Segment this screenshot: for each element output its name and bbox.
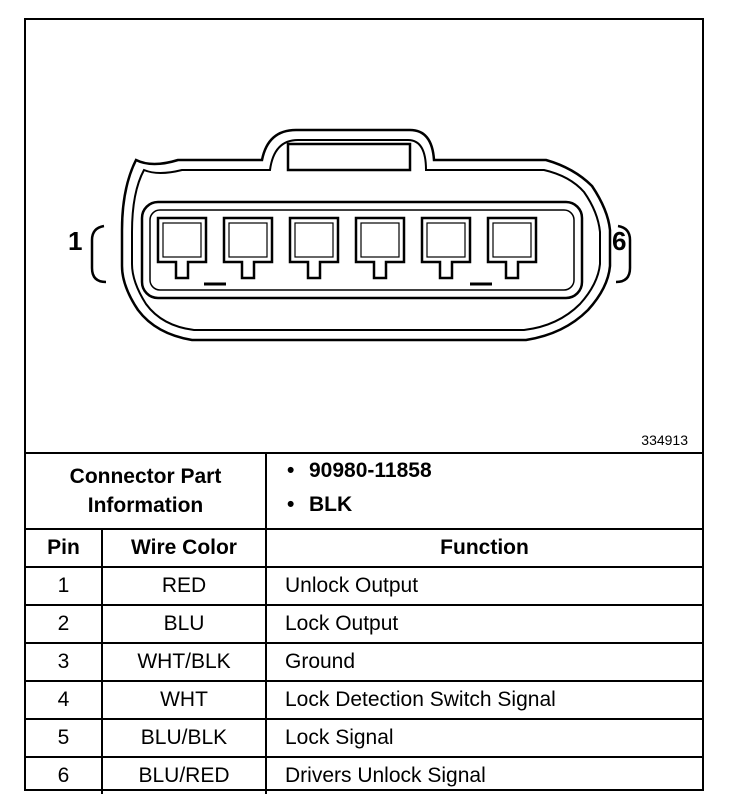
function-cell: Unlock Output [265,566,702,606]
terminal-cavity-inner-2 [228,222,268,258]
connector-part-label: Connector Part Information [26,452,267,530]
terminal-cavity-3 [288,216,340,280]
function-cell: Lock Detection Switch Signal [265,680,702,720]
terminal-cavity-inner-5 [426,222,466,258]
table-row: 1 RED Unlock Output [26,566,702,606]
connector-outer-housing [120,128,612,342]
connector-color: BLK [287,488,702,522]
terminal-cavity-inner-6 [492,222,532,258]
wire-color-cell: BLU/BLK [101,718,267,758]
pin-cell: 1 [26,566,103,606]
function-cell: Lock Signal [265,718,702,758]
terminal-cavity-2 [222,216,274,280]
right-side-bracket [615,224,632,284]
connector-part-number: 90980-11858 [287,454,702,488]
wire-color-cell: WHT [101,680,267,720]
pin-header: Pin [26,528,103,568]
function-cell: Drivers Unlock Signal [265,756,702,794]
terminal-cavity-1 [156,216,208,280]
pin-cell: 6 [26,756,103,794]
connector-part-label-line1: Connector Part [69,465,222,488]
pin-cell: 3 [26,642,103,682]
function-header: Function [265,528,702,568]
connector-part-label-line2: Information [87,494,204,517]
locking-tab-window [286,142,412,172]
terminal-cavity-window [140,200,584,300]
table-header-row: Pin Wire Color Function [26,528,702,568]
terminal-cavity-inner-3 [294,222,334,258]
table-row: 3 WHT/BLK Ground [26,642,702,682]
table-row: 2 BLU Lock Output [26,604,702,644]
pin-cell: 4 [26,680,103,720]
figure-number: 334913 [641,432,688,448]
function-cell: Lock Output [265,604,702,644]
pin-cell: 2 [26,604,103,644]
terminal-cavity-inner-4 [360,222,400,258]
table-row: 5 BLU/BLK Lock Signal [26,718,702,758]
connector-illustration [90,128,632,342]
pin-6-label: 6 [612,226,627,256]
left-side-bracket [90,224,107,284]
terminal-cavity-6 [486,216,538,280]
connector-part-row: Connector Part Information 90980-11858 B… [26,452,702,530]
connector-info-table: Connector Part Information 90980-11858 B… [26,452,702,794]
terminal-cavity-inner-1 [162,222,202,258]
table-row: 6 BLU/RED Drivers Unlock Signal [26,756,702,794]
wire-color-cell: WHT/BLK [101,642,267,682]
connector-inner-housing [131,139,601,331]
connector-diagram-frame: 1 6 334913 Connector Part Information 90… [24,18,704,794]
wire-color-cell: BLU [101,604,267,644]
connector-drawing: 1 6 334913 [26,20,702,452]
terminal-group [156,216,538,280]
connector-part-items: 90980-11858 BLK [265,452,702,530]
wire-color-header: Wire Color [101,528,267,568]
wire-color-cell: RED [101,566,267,606]
terminal-cavity-window-inner [149,209,575,291]
pin-1-label: 1 [68,226,83,256]
pin-cell: 5 [26,718,103,758]
wire-color-cell: BLU/RED [101,756,267,794]
table-row: 4 WHT Lock Detection Switch Signal [26,680,702,720]
terminal-cavity-4 [354,216,406,280]
terminal-cavity-5 [420,216,472,280]
function-cell: Ground [265,642,702,682]
